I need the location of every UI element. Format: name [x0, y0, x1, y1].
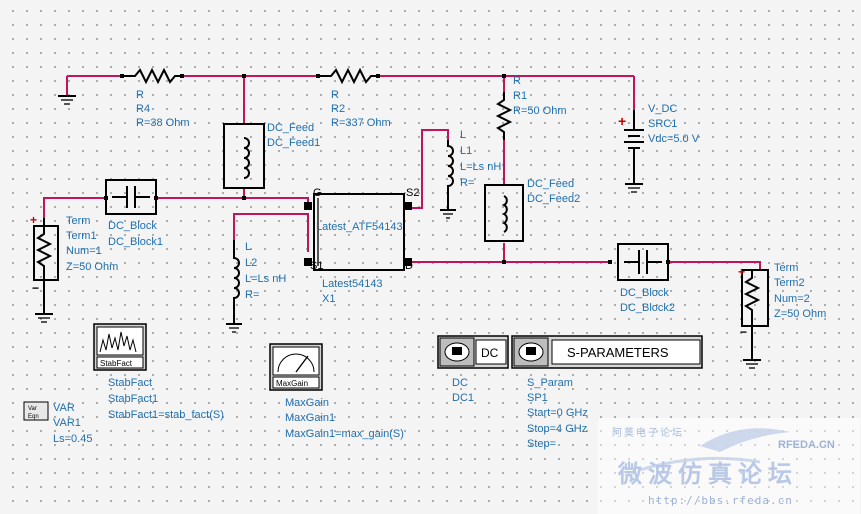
svg-text:+: + [618, 113, 626, 129]
stabfact-expr: StabFact1=stab_fact(S) [108, 409, 224, 421]
term2-port[interactable]: + − [738, 265, 769, 369]
dc-feed2[interactable] [484, 184, 524, 242]
maxgain-icon-label: MaxGain [276, 379, 308, 388]
transistor-x1[interactable] [304, 193, 412, 271]
l2-type: L [245, 241, 251, 253]
r4-type: R [136, 89, 144, 101]
wires [43, 75, 761, 270]
term1-type: Term [66, 215, 90, 227]
var-value: Ls=0.45 [53, 433, 92, 445]
maxgain-expr: MaxGain1=max_gain(S) [285, 428, 404, 440]
dc-block2[interactable] [617, 243, 669, 281]
l1-value: L=Ls nH [460, 161, 501, 173]
dc-controller-box[interactable] [437, 335, 509, 369]
sparam-controller-box[interactable] [511, 335, 703, 369]
r2-name: R2 [331, 103, 345, 115]
inductor-l1[interactable] [440, 140, 456, 219]
dcfeed1-name: DC_Feed1 [267, 137, 320, 149]
dcfeed2-type: DC_Feed [527, 178, 574, 190]
sparam-type: S_Param [527, 377, 573, 389]
r4-name: R4 [136, 103, 150, 115]
r1-type: R [513, 75, 521, 87]
dc-block1[interactable] [105, 179, 157, 215]
stabfact-type: StabFact [108, 377, 152, 389]
maxgain-type: MaxGain [285, 397, 329, 409]
term2-type: Term [774, 262, 798, 274]
vdc-name: SRC1 [648, 118, 677, 130]
l2-value: L=Ls nH [245, 273, 286, 285]
junctions [104, 74, 670, 264]
stabfact-icon[interactable] [93, 323, 147, 371]
dcblock1-name: DC_Block1 [108, 236, 163, 248]
sparam-start: Start=0 GHz [527, 407, 588, 419]
svg-text:−: − [32, 281, 39, 295]
sparam-stop: Stop=4 GHz [527, 423, 587, 435]
transistor-type: Latest54143 [322, 278, 383, 290]
var-name: VAR1 [53, 417, 81, 429]
maxgain-name: MaxGain1 [285, 412, 335, 424]
l2-r: R= [245, 289, 259, 301]
sparam-name: SP1 [527, 392, 548, 404]
svg-text:+: + [30, 213, 37, 227]
term2-name: Term2 [774, 277, 805, 289]
resistor-r2[interactable] [318, 67, 378, 85]
dcblock2-name: DC_Block2 [620, 302, 675, 314]
term2-z: Z=50 Ohm [774, 308, 826, 320]
pin-s2-label: S2 [406, 187, 419, 199]
dc-controller-label: DC [481, 346, 499, 360]
transistor-part: Latest_ATF54143 [316, 221, 403, 233]
vdc-value: Vdc=5.0 V [648, 133, 700, 145]
r4-value: R=38 Ohm [136, 117, 190, 129]
pin-d-label: D [405, 260, 413, 272]
vdc-type: V_DC [648, 103, 677, 115]
pin-g-label: G [313, 187, 322, 199]
l1-name: L1 [460, 145, 472, 157]
r2-type: R [331, 89, 339, 101]
dc-name: DC1 [452, 392, 474, 404]
term1-port[interactable]: + − [30, 213, 59, 323]
watermark-title: 微波仿真论坛 [617, 459, 798, 488]
l2-name: L2 [245, 257, 257, 269]
l1-r: R= [460, 177, 474, 189]
pin-s1-label: S1 [310, 260, 323, 272]
term1-name: Term1 [66, 230, 97, 242]
dcblock2-type: DC_Block [620, 287, 669, 299]
sparam-step: Step= [527, 438, 556, 450]
r1-name: R1 [513, 90, 527, 102]
dc-type: DC [452, 377, 468, 389]
watermark-faint-text: 阿莫电子论坛 [612, 426, 684, 439]
term1-z: Z=50 Ohm [66, 261, 118, 273]
transistor-name: X1 [322, 293, 335, 305]
maxgain-icon[interactable] [269, 343, 323, 391]
var-eqn-icon[interactable] [23, 401, 49, 421]
stabfact-icon-label: StabFact [100, 359, 133, 368]
ground-left [58, 95, 76, 105]
dc-feed1[interactable] [223, 123, 265, 189]
var-icon-top: Var [28, 406, 37, 412]
resistor-r4[interactable] [122, 67, 182, 85]
voltage-source-vdc[interactable]: + [618, 110, 644, 193]
var-type: VAR [53, 402, 75, 414]
dcfeed2-name: DC_Feed2 [527, 193, 580, 205]
watermark-site: RFEDA.CN [778, 439, 835, 451]
var-icon-bottom: Eqn [28, 414, 39, 420]
resistor-r1[interactable] [495, 92, 513, 140]
l1-type: L [460, 129, 466, 141]
r2-value: R=337 Ohm [331, 117, 391, 129]
dcfeed1-type: DC_Feed [267, 122, 314, 134]
dcblock1-type: DC_Block [108, 220, 157, 232]
svg-text:−: − [740, 325, 747, 339]
stabfact-name: StabFact1 [108, 393, 158, 405]
r1-value: R=50 Ohm [513, 105, 567, 117]
term1-num: Num=1 [66, 245, 102, 257]
inductor-l2[interactable] [226, 240, 242, 333]
sparam-controller-label: S-PARAMETERS [567, 345, 669, 360]
watermark-url: http://bbs.rfeda.cn [648, 494, 793, 507]
svg-text:+: + [738, 265, 745, 279]
term2-num: Num=2 [774, 293, 810, 305]
watermark [598, 418, 860, 514]
